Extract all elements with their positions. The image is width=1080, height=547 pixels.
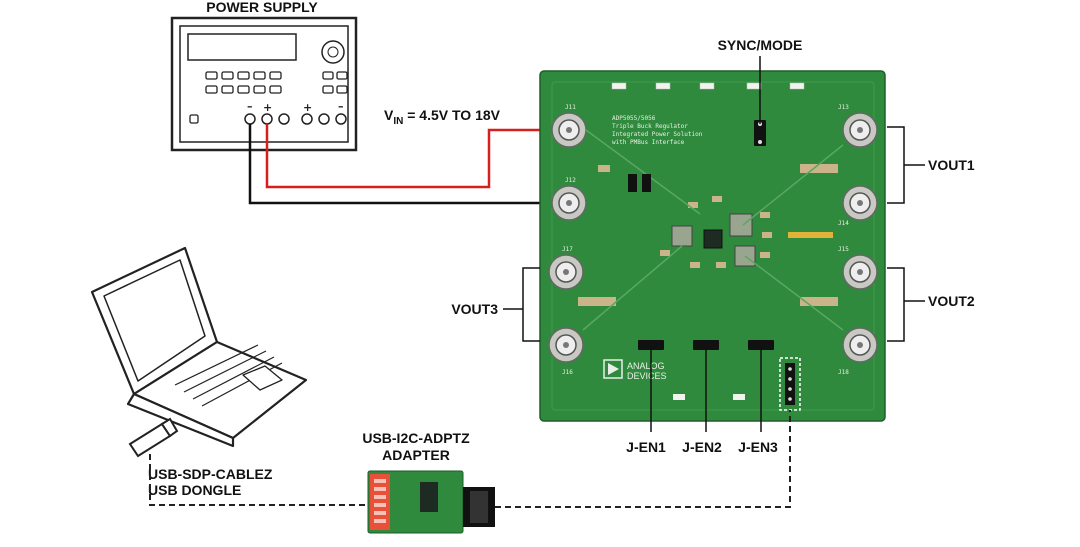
j-en2-label: J-EN2 (682, 439, 722, 455)
evaluation-board: ADP5055/5056 Triple Buck Regulator Integ… (539, 70, 886, 422)
laptop (90, 246, 308, 448)
vout3-bracket (503, 267, 540, 342)
board-traces (582, 129, 844, 331)
vout2-bracket (887, 267, 925, 342)
bottom-test-points (673, 394, 745, 400)
laptop-touchpad (242, 365, 283, 391)
svg-text:J18: J18 (838, 369, 849, 376)
connector-j11: J11 (551, 104, 587, 148)
regulator-components (578, 164, 838, 306)
power-supply-terminals (244, 113, 347, 125)
vout2-label: VOUT2 (928, 293, 975, 309)
svg-text:–: – (247, 100, 253, 113)
en-jumpers (638, 340, 774, 350)
power-supply-buttons (189, 71, 348, 124)
svg-text:J16: J16 (562, 369, 573, 376)
adapter-label-line1: USB-I2C-ADPTZ (362, 430, 470, 446)
j-en-leaders (650, 345, 762, 432)
dongle-to-adapter-link (149, 454, 368, 506)
board-desc-line3: with PMBus Interface (612, 139, 685, 146)
board-desc-line1: Triple Buck Regulator (612, 123, 688, 130)
svg-text:+: + (303, 101, 312, 114)
dongle-label-line1: USB-SDP-CABLEZ (148, 466, 273, 482)
connector-j18: J18 (838, 327, 878, 376)
top-test-points (611, 82, 805, 90)
svg-text:ANALOG: ANALOG (627, 361, 665, 371)
vout3-label: VOUT3 (451, 301, 498, 317)
vout1-bracket (887, 126, 925, 204)
vin-label: VIN = 4.5V TO 18V (384, 107, 501, 127)
aux-jumpers (628, 174, 651, 192)
adapter-label-line2: ADAPTER (382, 447, 450, 463)
svg-text:DEVICES: DEVICES (627, 371, 667, 381)
svg-text:+: + (263, 101, 272, 114)
connector-j13: J13 (838, 104, 878, 148)
svg-text:J17: J17 (562, 246, 573, 253)
board-part-text: ADP5055/5056 (612, 115, 656, 122)
board-desc-line2: Integrated Power Solution (612, 131, 703, 138)
connector-j15: J15 (838, 246, 878, 290)
svg-text:J13: J13 (838, 104, 849, 111)
j-en1-label: J-EN1 (626, 439, 666, 455)
svg-text:J12: J12 (565, 177, 576, 184)
vout1-label: VOUT1 (928, 157, 975, 173)
j-en3-label: J-EN3 (738, 439, 778, 455)
usb-i2c-adapter (367, 470, 495, 534)
svg-text:–: – (338, 100, 344, 113)
power-supply: –+ +– (170, 16, 358, 152)
adapter-to-board-link (495, 410, 791, 508)
svg-text:J11: J11 (565, 104, 576, 111)
sync-mode-label: SYNC/MODE (718, 37, 803, 53)
power-supply-display (187, 33, 297, 61)
power-supply-label: POWER SUPPLY (206, 0, 318, 15)
svg-text:J14: J14 (838, 220, 849, 227)
vin-wire (265, 124, 560, 189)
ground-wire (248, 124, 560, 205)
analog-devices-logo: ANALOG DEVICES (603, 359, 667, 381)
connector-j16: J16 (548, 327, 584, 376)
connector-j17: J17 (548, 246, 584, 290)
board-connectors: J11 J12 J17 J16 J13 J14 (548, 104, 878, 376)
svg-text:J15: J15 (838, 246, 849, 253)
usb-dongle (128, 417, 179, 458)
dongle-label-line2: USB DONGLE (148, 482, 241, 498)
connector-j14: J14 (838, 185, 878, 227)
connector-j12: J12 (551, 177, 587, 221)
laptop-keyboard (174, 344, 283, 407)
